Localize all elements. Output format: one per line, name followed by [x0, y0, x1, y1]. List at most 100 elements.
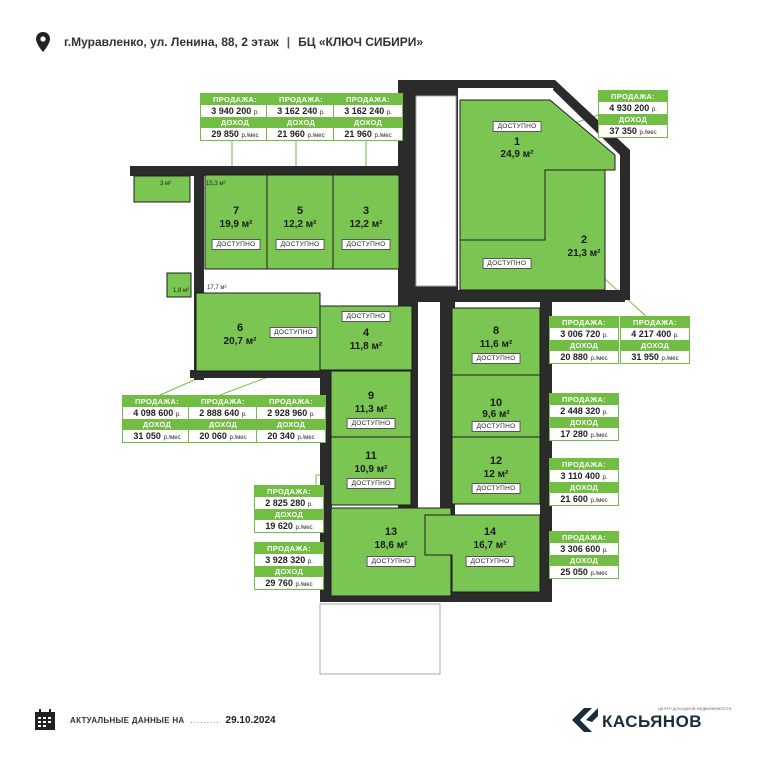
income-label: ДОХОД — [257, 419, 325, 430]
sale-price: 2 825 280 р. — [265, 498, 313, 508]
room-status: ДОСТУПНО — [275, 239, 325, 250]
room-number: 8 — [492, 325, 500, 337]
location-pin-icon — [36, 32, 50, 52]
room-3[interactable]: 3 12,2 м² ДОСТУПНО — [333, 205, 399, 255]
sale-price: 2 448 320 р. — [560, 406, 608, 416]
income-label: ДОХОД — [255, 509, 323, 520]
sale-label: ПРОДАЖА: — [189, 396, 257, 407]
room-area: 20,7 м² — [223, 336, 257, 347]
data-date-label: АКТУАЛЬНЫЕ ДАННЫЕ НА — [70, 715, 185, 725]
sale-price: 3 110 400 р. — [560, 471, 608, 481]
room-status: ДОСТУПНО — [471, 483, 521, 494]
small-area-label: 17,7 м² — [207, 285, 227, 291]
sale-price: 4 217 400 р. — [631, 329, 679, 339]
room-13[interactable]: 13 18,6 м² ДОСТУПНО — [331, 526, 451, 576]
logo-subtitle: ЦЕНТР ДОХОДНОЙ НЕДВИЖИМОСТИ — [658, 706, 732, 711]
room-6[interactable]: 6 20,7 м² ДОСТУПНО — [200, 320, 320, 360]
logo-name: КАСЬЯНОВ — [602, 712, 703, 731]
income-label: ДОХОД — [201, 117, 269, 128]
small-area-label: 1,8 м² — [173, 288, 190, 294]
price-card-room-5[interactable]: ПРОДАЖА: 3 162 240 р. ДОХОД 21 960 р./ме… — [266, 93, 336, 141]
price-card-room-2[interactable]: ПРОДАЖА: 4 217 400 р. ДОХОД 31 950 р./ме… — [620, 316, 690, 364]
room-7[interactable]: 7 19,9 м² ДОСТУПНО — [205, 205, 267, 255]
income-value: 17 280 р./мес — [560, 429, 608, 439]
income-value: 21 600 р./мес — [560, 494, 608, 504]
stairs — [319, 95, 457, 675]
room-10[interactable]: 10 9,6 м² ДОСТУПНО — [452, 397, 540, 437]
room-5[interactable]: 5 12,2 м² ДОСТУПНО — [267, 205, 333, 255]
room-number: 1 — [513, 136, 521, 148]
income-value: 29 760 р./мес — [265, 578, 313, 588]
income-value: 20 060 р./мес — [199, 431, 247, 441]
sale-label: ПРОДАЖА: — [255, 543, 323, 554]
sale-label: ПРОДАЖА: — [257, 396, 325, 407]
room-status: ДОСТУПНО — [341, 311, 391, 322]
room-area: 21,3 м² — [567, 248, 601, 259]
sale-price: 4 098 600 р. — [133, 408, 181, 418]
room-number: 6 — [236, 322, 244, 334]
income-value: 20 880 р./мес — [560, 352, 608, 362]
sale-label: ПРОДАЖА: — [550, 317, 618, 328]
room-4[interactable]: ДОСТУПНО 4 11,8 м² — [320, 311, 412, 366]
room-status: ДОСТУПНО — [269, 327, 319, 338]
room-status: ДОСТУПНО — [471, 353, 521, 364]
income-label: ДОХОД — [599, 114, 667, 125]
price-card-room-14[interactable]: ПРОДАЖА: 3 306 600 р. ДОХОД 25 050 р./ме… — [549, 531, 619, 579]
price-card-room-3[interactable]: ПРОДАЖА: 3 162 240 р. ДОХОД 21 960 р./ме… — [333, 93, 403, 141]
income-label: ДОХОД — [550, 555, 618, 566]
address: г.Муравленко, ул. Ленина, 88, 2 этаж — [64, 35, 279, 49]
sale-price: 2 888 640 р. — [199, 408, 247, 418]
room-number: 2 — [580, 234, 588, 246]
income-value: 31 950 р./мес — [631, 352, 679, 362]
room-1[interactable]: ДОСТУПНО 1 24,9 м² — [462, 118, 572, 168]
room-number: 10 — [489, 397, 503, 409]
sale-label: ПРОДАЖА: — [599, 91, 667, 102]
room-area: 19,9 м² — [219, 219, 253, 230]
dots-leader: ......... — [190, 715, 220, 725]
room-area: 18,6 м² — [374, 540, 408, 551]
company-logo: ЦЕНТР ДОХОДНОЙ НЕДВИЖИМОСТИ КАСЬЯНОВ — [572, 706, 732, 732]
price-card-room-12[interactable]: ПРОДАЖА: 3 110 400 р. ДОХОД 21 600 р./ме… — [549, 458, 619, 506]
income-label: ДОХОД — [334, 117, 402, 128]
price-card-room-8[interactable]: ПРОДАЖА: 3 006 720 р. ДОХОД 20 880 р./ме… — [549, 316, 619, 364]
price-card-room-1[interactable]: ПРОДАЖА: 4 930 200 р. ДОХОД 37 350 р./ме… — [598, 90, 668, 138]
room-area: 16,7 м² — [473, 540, 507, 551]
logo-mark-icon — [572, 708, 598, 732]
room-9[interactable]: 9 11,3 м² ДОСТУПНО — [331, 390, 411, 435]
price-card-room-11[interactable]: ПРОДАЖА: 2 825 280 р. ДОХОД 19 620 р./ме… — [254, 485, 324, 533]
room-2[interactable]: 2 21,3 м² ДОСТУПНО — [462, 232, 602, 272]
room-number: 9 — [367, 390, 375, 402]
room-status: ДОСТУПНО — [482, 258, 532, 269]
room-area: 12,2 м² — [283, 219, 317, 230]
room-area: 12 м² — [483, 469, 509, 480]
room-number: 4 — [362, 327, 370, 339]
room-area: 11,3 м² — [354, 404, 388, 415]
sale-label: ПРОДАЖА: — [621, 317, 689, 328]
price-card-room-7[interactable]: ПРОДАЖА: 3 940 200 р. ДОХОД 29 850 р./ме… — [200, 93, 270, 141]
sale-label: ПРОДАЖА: — [267, 94, 335, 105]
room-area: 11,6 м² — [479, 339, 513, 350]
income-label: ДОХОД — [189, 419, 257, 430]
sale-price: 2 928 960 р. — [267, 408, 315, 418]
price-card-room-10[interactable]: ПРОДАЖА: 2 448 320 р. ДОХОД 17 280 р./ме… — [549, 393, 619, 441]
income-value: 31 050 р./мес — [133, 431, 181, 441]
small-area-label: 3 м² — [160, 181, 172, 187]
price-card-room-6[interactable]: ПРОДАЖА: 4 098 600 р. ДОХОД 31 050 р./ме… — [122, 395, 192, 443]
room-12[interactable]: 12 12 м² ДОСТУПНО — [452, 455, 540, 500]
income-value: 37 350 р./мес — [609, 126, 657, 136]
room-8[interactable]: 8 11,6 м² ДОСТУПНО — [452, 325, 540, 370]
room-14[interactable]: 14 16,7 м² ДОСТУПНО — [440, 526, 540, 571]
room-status: ДОСТУПНО — [492, 121, 542, 132]
room-number: 5 — [296, 205, 304, 217]
income-label: ДОХОД — [123, 419, 191, 430]
room-status: ДОСТУПНО — [471, 421, 521, 432]
room-11[interactable]: 11 10,9 м² ДОСТУПНО — [331, 450, 411, 495]
price-card-room-4[interactable]: ПРОДАЖА: 2 888 640 р. ДОХОД 20 060 р./ме… — [188, 395, 258, 443]
room-status: ДОСТУПНО — [465, 556, 515, 567]
price-card-room-9[interactable]: ПРОДАЖА: 2 928 960 р. ДОХОД 20 340 р./ме… — [256, 395, 326, 443]
room-status: ДОСТУПНО — [346, 418, 396, 429]
price-card-room-13[interactable]: ПРОДАЖА: 3 928 320 р. ДОХОД 29 760 р./ме… — [254, 542, 324, 590]
income-label: ДОХОД — [550, 417, 618, 428]
income-value: 19 620 р./мес — [265, 521, 313, 531]
footer: АКТУАЛЬНЫЕ ДАННЫЕ НА ......... 29.10.202… — [34, 708, 276, 732]
